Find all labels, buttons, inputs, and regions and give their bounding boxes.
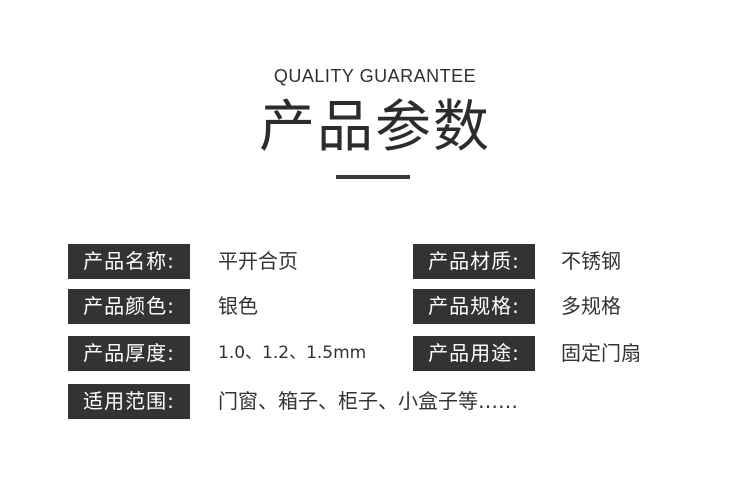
spec-value-name: 平开合页 xyxy=(218,249,298,273)
title-underline xyxy=(336,175,410,179)
section-title: 产品参数 xyxy=(259,95,491,160)
spec-label-spec: 产品规格: xyxy=(413,289,535,324)
spec-label-color: 产品颜色: xyxy=(68,289,190,324)
spec-value-material: 不锈钢 xyxy=(561,249,621,273)
spec-label-thickness: 产品厚度: xyxy=(68,336,190,371)
section-subtitle: QUALITY GUARANTEE xyxy=(273,66,477,86)
spec-value-thickness: 1.0、1.2、1.5mm xyxy=(218,343,367,363)
spec-label-usage: 产品用途: xyxy=(413,336,535,371)
spec-value-scope: 门窗、箱子、柜子、小盒子等…… xyxy=(218,389,518,413)
spec-label-scope: 适用范围: xyxy=(68,384,190,419)
spec-label-name: 产品名称: xyxy=(68,244,190,279)
spec-value-usage: 固定门扇 xyxy=(561,341,641,365)
spec-value-color: 银色 xyxy=(218,294,258,318)
spec-value-spec: 多规格 xyxy=(561,294,621,318)
spec-label-material: 产品材质: xyxy=(413,244,535,279)
